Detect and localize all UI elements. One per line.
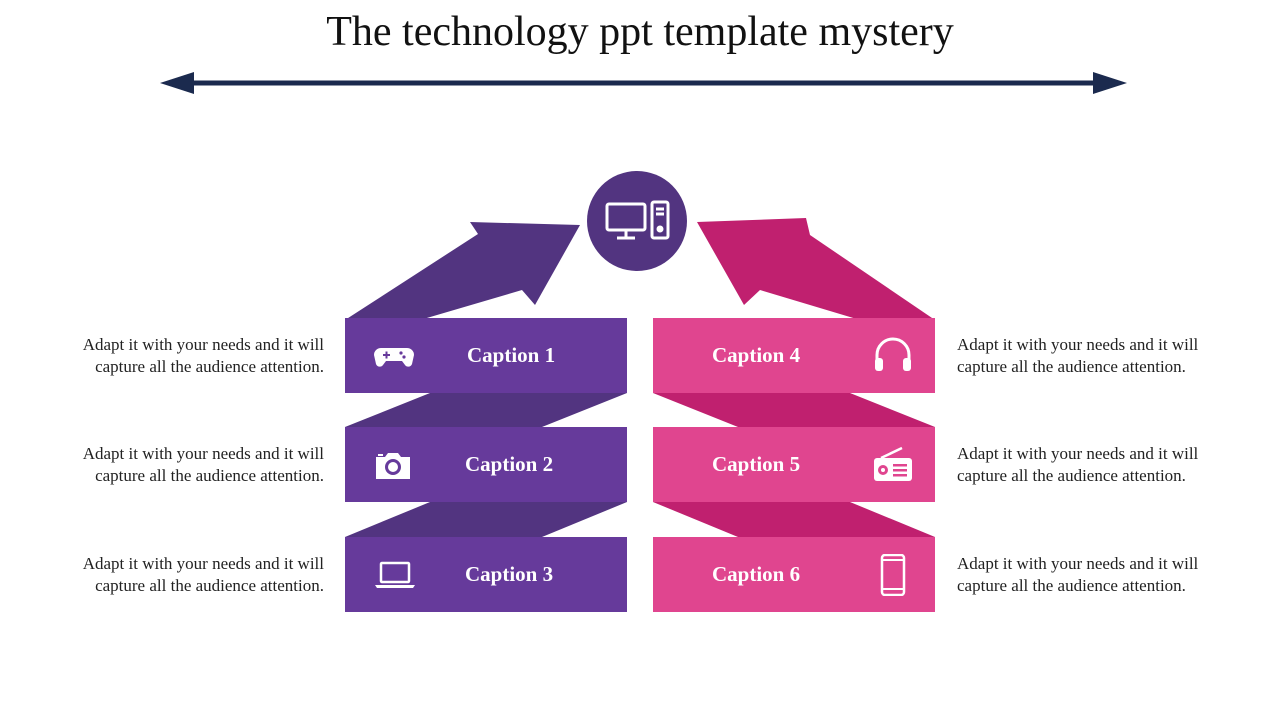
description-line: Adapt it with your needs and it will <box>82 335 324 354</box>
caption-box-3: Caption 3 <box>345 537 627 612</box>
radio-icon <box>874 446 912 481</box>
desktop-computer-icon <box>605 200 670 240</box>
description-line: Adapt it with your needs and it will <box>957 554 1199 573</box>
caption-box-1: Caption 1 <box>345 318 627 393</box>
description-text-2: Adapt it with your needs and it will cap… <box>34 443 324 487</box>
left-ribbon-1 <box>345 393 627 427</box>
double-arrow-divider <box>160 72 1127 94</box>
caption-box-4: Caption 4 <box>653 318 935 393</box>
headphones-icon <box>875 337 911 371</box>
caption-label: Caption 6 <box>712 562 801 586</box>
laptop-icon <box>375 561 415 588</box>
caption-label: Caption 4 <box>712 343 801 367</box>
right-up-arrow <box>697 218 935 320</box>
description-line: capture all the audience attention. <box>957 576 1186 595</box>
smartphone-icon <box>880 554 906 596</box>
caption-label: Caption 3 <box>465 562 554 586</box>
description-text-6: Adapt it with your needs and it will cap… <box>957 553 1247 597</box>
left-ribbon-2 <box>345 502 627 537</box>
description-text-1: Adapt it with your needs and it will cap… <box>34 334 324 378</box>
caption-box-5: Caption 5 <box>653 427 935 502</box>
right-ribbon-2 <box>653 502 935 537</box>
description-line: capture all the audience attention. <box>957 466 1186 485</box>
description-line: Adapt it with your needs and it will <box>957 444 1199 463</box>
left-up-arrow <box>345 222 580 320</box>
caption-label: Caption 5 <box>712 452 801 476</box>
right-ribbon-1 <box>653 393 935 427</box>
description-text-3: Adapt it with your needs and it will cap… <box>34 553 324 597</box>
center-node <box>587 171 687 271</box>
description-line: capture all the audience attention. <box>95 357 324 376</box>
description-line: capture all the audience attention. <box>95 576 324 595</box>
description-text-4: Adapt it with your needs and it will cap… <box>957 334 1247 378</box>
caption-label: Caption 2 <box>465 452 554 476</box>
slide-title: The technology ppt template mystery <box>326 9 954 55</box>
camera-icon <box>376 453 410 479</box>
description-line: Adapt it with your needs and it will <box>82 444 324 463</box>
description-line: Adapt it with your needs and it will <box>82 554 324 573</box>
description-text-5: Adapt it with your needs and it will cap… <box>957 443 1247 487</box>
description-line: capture all the audience attention. <box>957 357 1186 376</box>
caption-box-2: Caption 2 <box>345 427 627 502</box>
caption-box-6: Caption 6 <box>653 537 935 612</box>
description-line: Adapt it with your needs and it will <box>957 335 1199 354</box>
description-line: capture all the audience attention. <box>95 466 324 485</box>
gamepad-icon <box>374 348 414 367</box>
caption-label: Caption 1 <box>467 343 556 367</box>
